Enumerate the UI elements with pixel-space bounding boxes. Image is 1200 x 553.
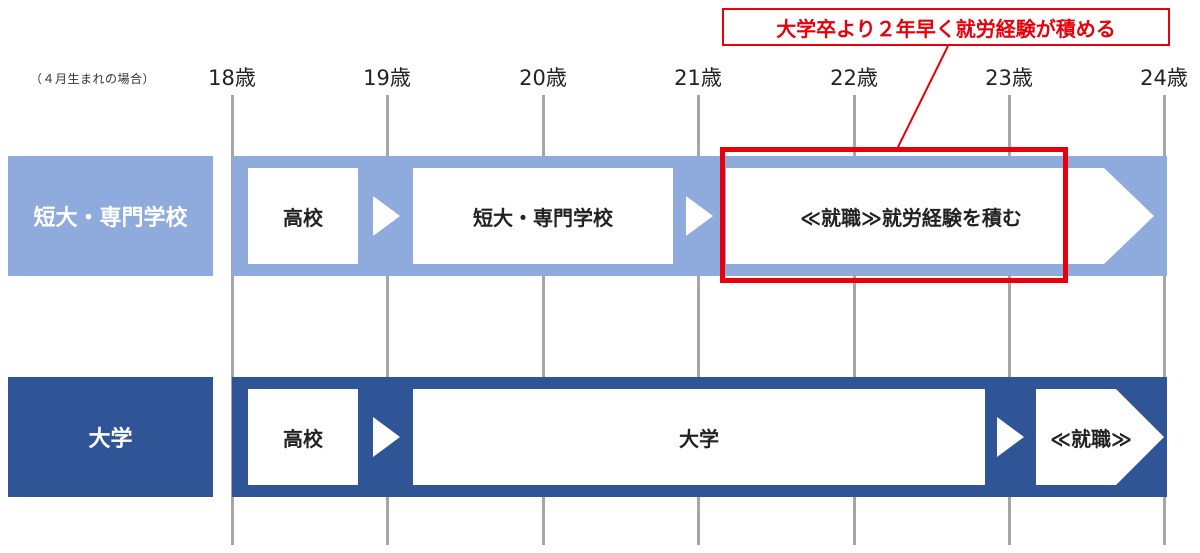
segment-high-school: 高校 [248,168,358,264]
row-label-junior-college: 短大・専門学校 [8,156,213,276]
age-label-20: 20歳 [519,66,567,90]
highlight-frame [720,147,1068,283]
gridline-19 [385,95,389,545]
age-label-23: 23歳 [985,66,1033,90]
gridline-23 [1007,95,1011,545]
age-label-24: 24歳 [1140,66,1188,90]
segment-junior-college: 短大・専門学校 [413,168,673,264]
gridline-22 [852,95,856,545]
arrow-icon [373,417,400,457]
segment-high-school: 高校 [248,389,358,485]
age-label-19: 19歳 [363,66,411,90]
age-label-18: 18歳 [208,66,256,90]
gridline-18 [230,95,234,545]
arrow-icon [997,417,1024,457]
row-label-university: 大学 [8,377,213,497]
arrow-icon [373,196,400,236]
arrow-icon [686,196,713,236]
gridline-20 [541,95,545,545]
gridline-21 [696,95,700,545]
segment-employment-experience: ≪就職≫就労経験を積む [800,205,1022,230]
segment-university: 大学 [413,389,985,485]
age-label-22: 22歳 [830,66,878,90]
april-birth-note: （４月生まれの場合） [30,72,156,86]
segment-employment: ≪就職≫ [1050,426,1132,451]
age-label-21: 21歳 [674,66,722,90]
callout-note: 大学卒より２年早く就労経験が積める [722,8,1170,46]
gridline-24 [1162,95,1166,545]
